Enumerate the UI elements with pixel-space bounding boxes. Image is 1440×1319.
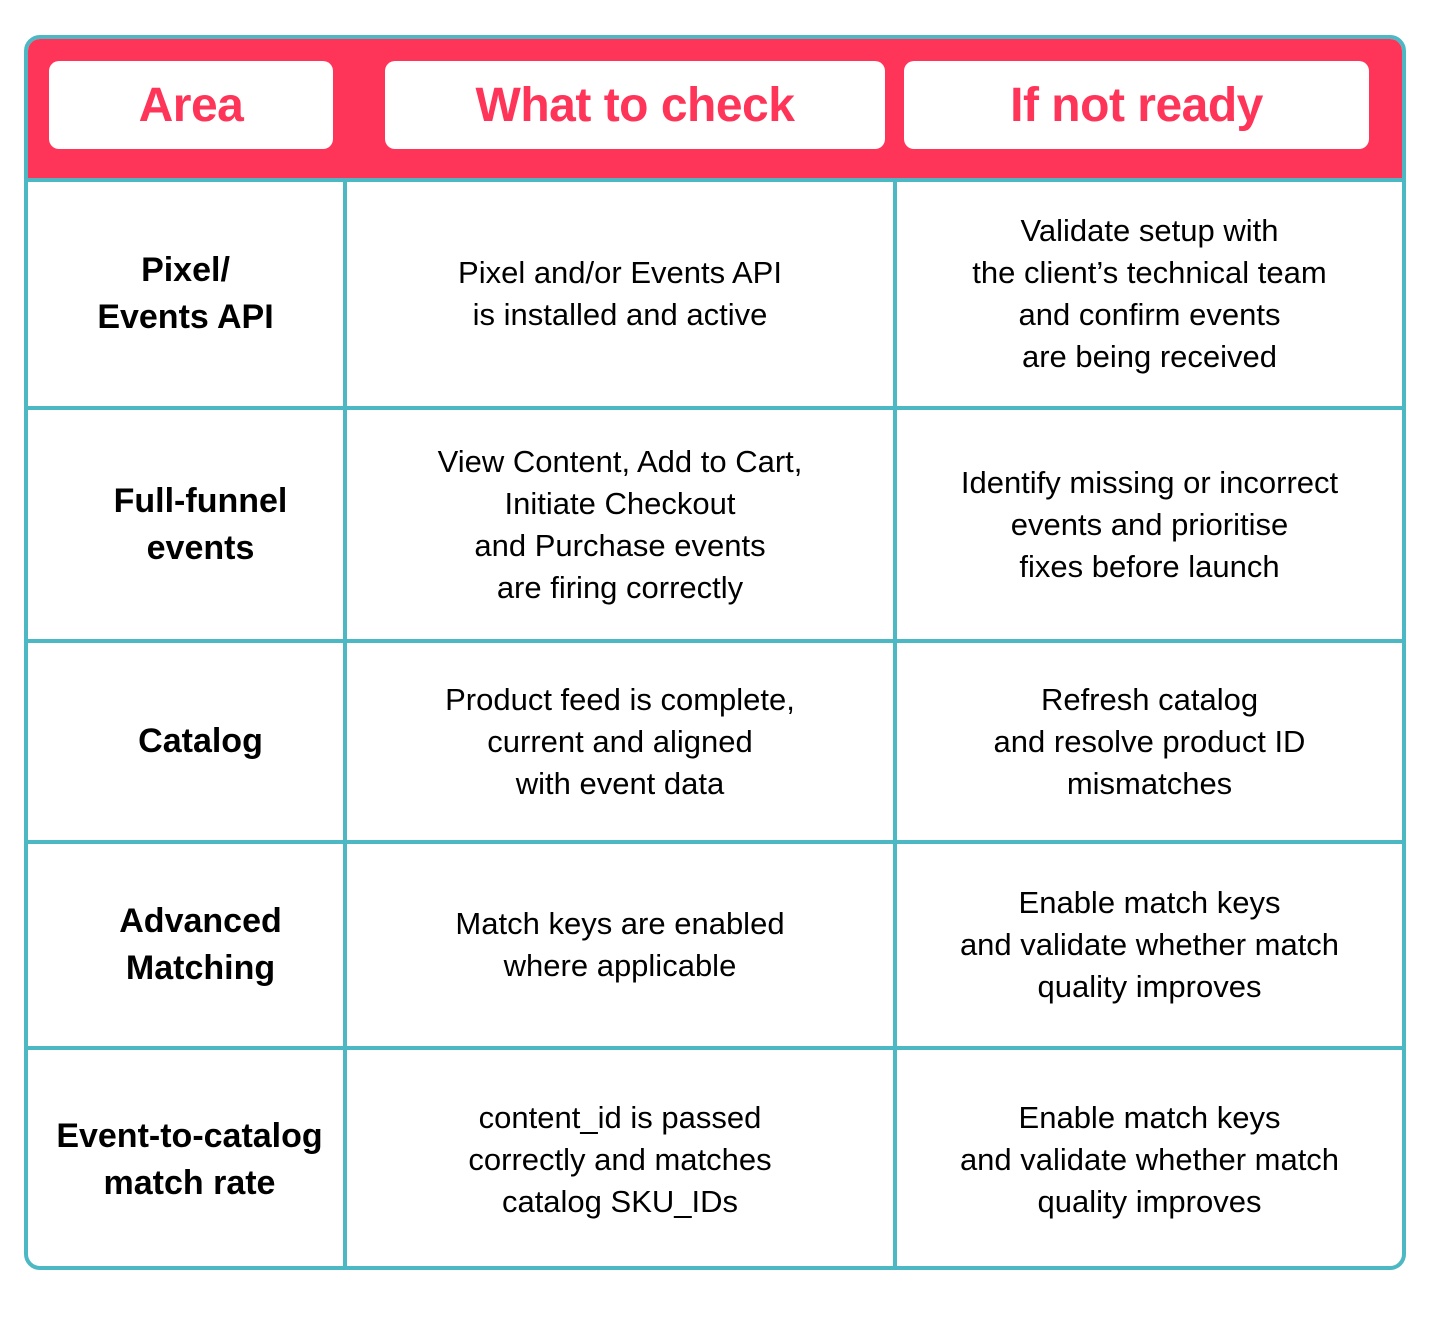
table-header: Area What to check If not ready — [28, 39, 1402, 180]
table-row-fix: Refresh catalog and resolve product ID m… — [993, 681, 1306, 801]
table-row-area: Pixel/ Events API — [97, 251, 274, 336]
header-area: Area — [49, 61, 333, 149]
row-divider-4 — [28, 1046, 1402, 1050]
table-row-fix: Identify missing or incorrect events and… — [960, 464, 1339, 584]
header-divider — [28, 178, 1402, 182]
row-divider-3 — [28, 840, 1402, 844]
table-row-check: Pixel and/or Events API is installed and… — [458, 255, 782, 332]
table-row-check: View Content, Add to Cart, Initiate Chec… — [437, 443, 803, 605]
table-row-check: content_id is passed correctly and match… — [468, 1100, 772, 1219]
table-row-fix: Enable match keys and validate whether m… — [959, 1100, 1340, 1219]
column-divider-1 — [343, 180, 347, 1266]
table-row-area: Advanced Matching — [119, 902, 282, 987]
table-row-check: Product feed is complete, current and al… — [445, 681, 795, 801]
row-divider-1 — [28, 406, 1402, 410]
table-row-area: Event-to-catalog match rate — [56, 1117, 323, 1202]
table-row-area: Full-funnel events — [113, 481, 288, 567]
header-what-to-check: What to check — [385, 61, 885, 149]
table-row-fix: Enable match keys and validate whether m… — [959, 885, 1340, 1004]
column-divider-2 — [893, 180, 897, 1266]
row-divider-2 — [28, 639, 1402, 643]
table-row-check: Match keys are enabled where applicable — [455, 906, 785, 983]
table-row-fix: Validate setup with the client’s technic… — [972, 213, 1327, 374]
readiness-table: Area What to check If not ready Pixel/ E… — [24, 35, 1406, 1270]
header-if-not-ready: If not ready — [904, 61, 1369, 149]
table-row-area: Catalog — [138, 722, 263, 760]
